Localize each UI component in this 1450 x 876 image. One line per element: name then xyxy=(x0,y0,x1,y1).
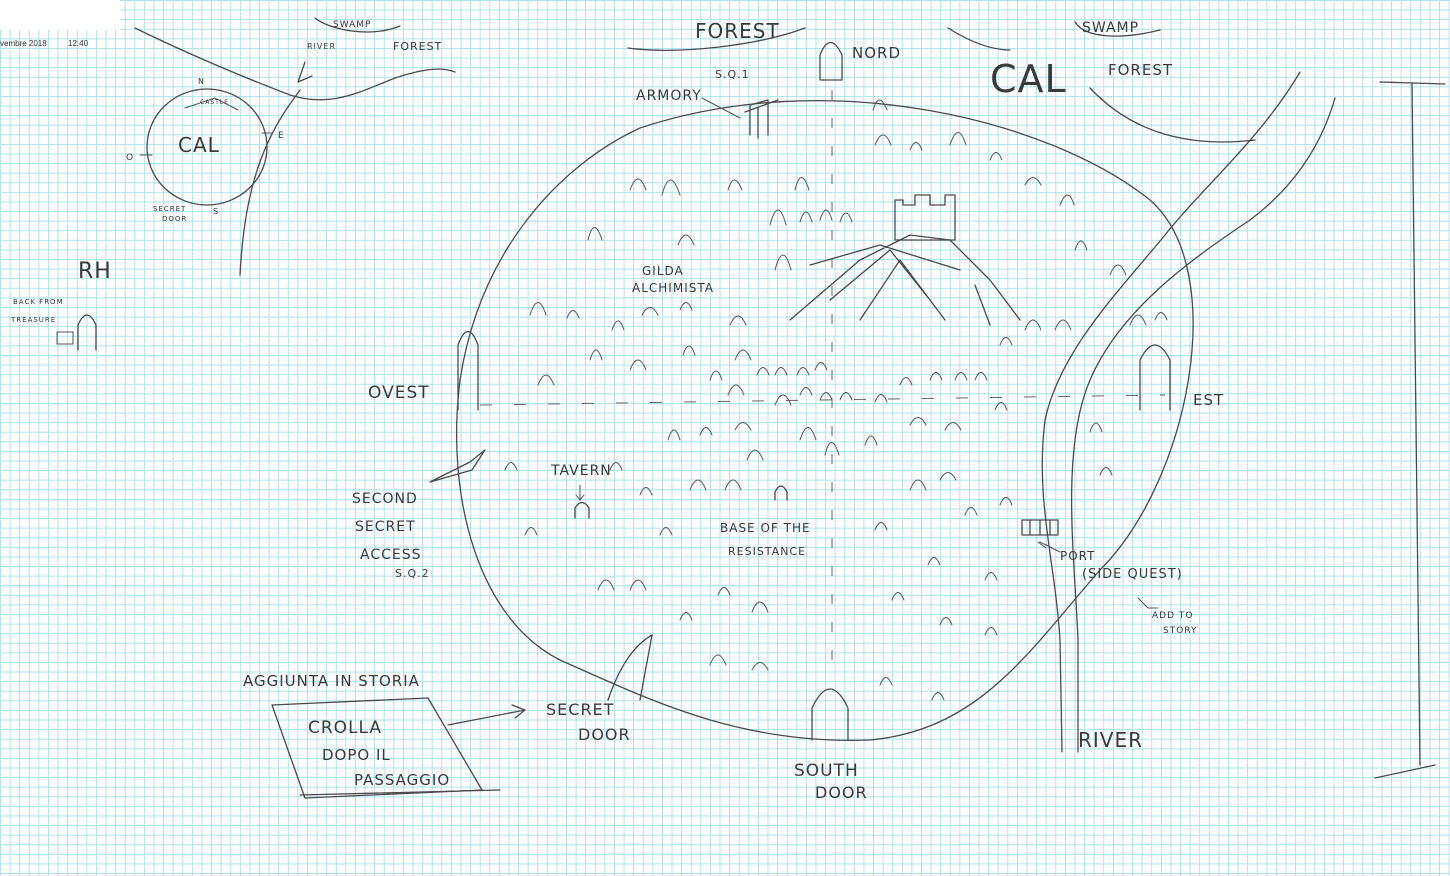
forest-right-label: FOREST xyxy=(1108,61,1173,79)
nord-gate-icon xyxy=(819,41,843,81)
river-right-bank xyxy=(1070,97,1336,753)
ovest-gate-icon xyxy=(457,330,479,411)
mini-south-label: S xyxy=(213,207,219,216)
mini-forest-label: FOREST xyxy=(393,40,442,53)
port-label: PORT xyxy=(1060,549,1095,563)
secret-door-label-2: DOOR xyxy=(578,725,631,744)
crolla-label: CROLLA xyxy=(308,718,382,738)
rh-block: RH BACK FROM TREASURE xyxy=(10,259,112,351)
mini-map: SWAMP RIVER FOREST CAL N CASTLE E O S SE… xyxy=(126,17,456,276)
cal-curve-left xyxy=(947,27,1011,51)
mini-river-arrow-icon xyxy=(297,61,313,83)
south-door-label: DOOR xyxy=(815,783,868,802)
side-quest-label: (SIDE QUEST) xyxy=(1082,567,1183,582)
mini-castle-label: CASTLE xyxy=(200,99,229,106)
mini-river-line xyxy=(239,89,301,276)
rh-treasure-label: TREASURE xyxy=(10,316,56,324)
forest-top-curve xyxy=(627,27,806,51)
swamp-label: SWAMP xyxy=(1082,20,1139,36)
add-story-arrow-icon xyxy=(1137,597,1159,609)
est-label: EST xyxy=(1193,391,1224,409)
mini-east-label: E xyxy=(278,131,285,141)
river-label: RIVER xyxy=(1078,728,1143,752)
story-label: STORY xyxy=(1163,626,1197,636)
add-to-label: ADD TO xyxy=(1152,611,1193,621)
armory-arrow-icon xyxy=(701,97,741,119)
page-header: vembre 2018 12:40 xyxy=(0,0,120,48)
access-label: ACCESS xyxy=(360,547,422,563)
secret-door-icon xyxy=(607,634,653,701)
ovest-label: OVEST xyxy=(368,383,430,403)
treasure-chest-icon xyxy=(56,331,74,345)
second-label: SECOND xyxy=(352,491,418,507)
rh-label: RH xyxy=(78,259,112,284)
forest-right-curve xyxy=(1089,87,1256,143)
houses xyxy=(504,99,1168,701)
mini-swamp-curve xyxy=(314,17,401,33)
passaggio-label: PASSAGGIO xyxy=(354,771,450,789)
rh-door-icon xyxy=(77,314,97,351)
est-gate-icon xyxy=(1139,344,1171,411)
south-label: SOUTH xyxy=(794,761,859,781)
mini-door-label: DOOR xyxy=(162,215,187,223)
header-date: vembre 2018 xyxy=(0,39,47,48)
mountain-icon xyxy=(789,234,1021,326)
base-building-icon xyxy=(774,485,788,501)
port-arrow-icon xyxy=(1037,541,1061,553)
gilda-label: GILDA xyxy=(642,264,684,278)
tavern-arrow-icon xyxy=(575,484,585,501)
aggiunta-label: AGGIUNTA IN STORIA xyxy=(243,672,420,690)
alchimista-label: ALCHIMISTA xyxy=(632,281,714,295)
castle-icon xyxy=(894,194,956,241)
header-time: 12:40 xyxy=(68,39,89,48)
armory-label: ARMORY xyxy=(636,88,702,104)
mini-road-line xyxy=(134,27,456,101)
base-of-the-label: BASE OF THE xyxy=(720,521,811,535)
forest-top-label: FOREST xyxy=(695,19,780,43)
main-map: FOREST NORD CAL SWAMP FOREST ARMORY S.Q.… xyxy=(243,19,1446,802)
tavern-label: TAVERN xyxy=(550,463,612,479)
scale-bar xyxy=(1374,81,1446,779)
river-left-bank xyxy=(1041,71,1301,753)
port-dock-icon xyxy=(1021,519,1059,536)
south-gate-icon xyxy=(811,688,849,741)
crolla-arrow-icon xyxy=(447,704,526,726)
mini-city-label: CAL xyxy=(178,133,220,157)
armory-building-icon xyxy=(744,99,779,139)
mini-swamp-label: SWAMP xyxy=(333,20,371,30)
mini-north-label: N xyxy=(198,77,205,86)
dopo-il-label: DOPO IL xyxy=(322,746,391,764)
mini-west-label: O xyxy=(126,153,134,163)
city-wall xyxy=(455,100,1194,742)
cal-label: CAL xyxy=(990,57,1067,101)
crolla-box-underline xyxy=(299,789,501,796)
secret-label: SECRET xyxy=(355,519,416,535)
mini-city-circle xyxy=(146,88,268,206)
second-secret-arrow-icon xyxy=(429,449,486,483)
resistance-label: RESISTANCE xyxy=(728,545,806,558)
sq1-label: S.Q.1 xyxy=(715,68,750,81)
mini-river-label: RIVER xyxy=(307,42,336,51)
tavern-building-icon xyxy=(574,501,590,519)
mini-secret-label: SECRET xyxy=(153,205,186,213)
mini-castle-icon xyxy=(184,97,239,111)
nord-label: NORD xyxy=(852,44,901,62)
east-west-road xyxy=(479,394,1166,406)
house-arches xyxy=(504,99,1168,701)
rh-back-from-label: BACK FROM xyxy=(13,298,64,306)
swamp-curve xyxy=(1074,21,1161,37)
sq2-label: S.Q.2 xyxy=(395,567,430,580)
secret-door-label-1: SECRET xyxy=(546,700,614,719)
